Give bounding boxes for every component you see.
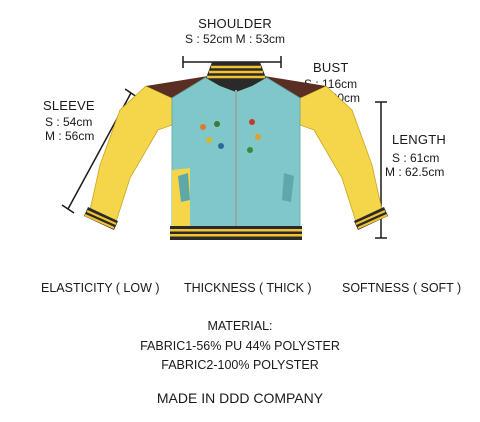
right-cuff: [354, 207, 388, 230]
left-cuff: [84, 207, 118, 230]
right-pocket: [282, 173, 294, 202]
made-in-label: MADE IN DDD COMPANY: [156, 390, 324, 406]
thickness-attribute: THICKNESS ( THICK ): [184, 281, 312, 295]
elasticity-attribute: ELASTICITY ( LOW ): [41, 281, 160, 295]
sleeve-size-m: M : 56cm: [45, 129, 95, 143]
left-pocket: [178, 173, 190, 202]
waistband-rib: [170, 226, 302, 240]
collar-rib: [206, 62, 266, 92]
length-title: LENGTH: [392, 132, 446, 147]
material-fabric1: FABRIC1-56% PU 44% POLYSTER: [140, 339, 340, 353]
softness-attribute: SOFTNESS ( SOFT ): [342, 281, 462, 295]
embroidery-patches: [200, 119, 261, 153]
jacket-illustration: [61, 56, 388, 240]
material-fabric2: FABRIC2-100% POLYSTER: [161, 358, 319, 372]
right-sleeve: [299, 85, 383, 223]
material-heading: MATERIAL:: [207, 319, 273, 333]
shoulder-values: S : 52cm M : 53cm: [184, 32, 286, 46]
bust-title: BUST: [313, 60, 349, 75]
shoulder-title: SHOULDER: [198, 16, 272, 31]
left-sleeve: [89, 85, 173, 223]
length-size-s: S : 61cm: [392, 151, 440, 165]
sleeve-size-s: S : 54cm: [45, 115, 93, 129]
length-size-m: M : 62.5cm: [385, 165, 445, 179]
sleeve-title: SLEEVE: [43, 98, 95, 113]
